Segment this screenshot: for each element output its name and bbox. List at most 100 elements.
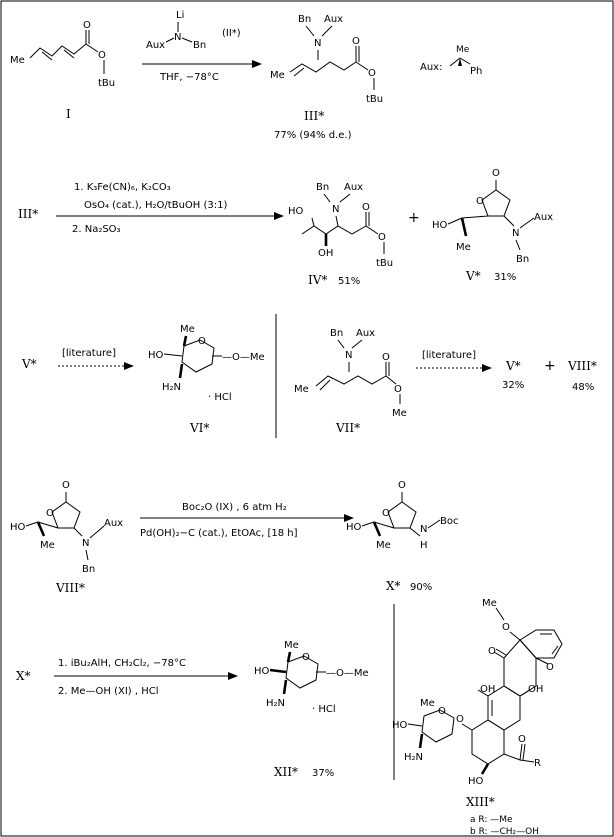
yield-compound-V: 31% [494,272,516,283]
atom-bn: Bn [298,14,311,25]
compound-XII: Me O HO —O—Me H₂N · HCl XII* 37% [254,640,369,779]
reaction-2: III* 1. K₃Fe(CN)₆, K₂CO₃ OsO₄ (cat.), H₂… [18,182,284,235]
reaction-6: X* 1. iBu₂AlH, CH₂Cl₂, −78°C 2. Me—OH (X… [16,658,238,697]
atom-meo: Me [482,598,497,609]
atom-h: H [420,540,428,551]
atom-me: Me [392,408,407,419]
atom-ho-sugar: HO [392,720,408,731]
label-compound-V: V* [465,269,481,283]
atom-o-ring: O [302,652,310,663]
atom-o-sugar: O [438,706,446,717]
substituent-a: a R: —Me [470,815,513,825]
atom-o-carbonyl: O [382,352,390,363]
atom-o-glyco: O [456,714,464,725]
atom-tbu: tBu [376,258,393,269]
atom-n: N [420,524,427,535]
atom-bn: Bn [330,328,343,339]
aux-definition: Aux: Me Ph [420,45,482,77]
atom-li: Li [176,10,184,21]
atom-aux: Aux [146,40,165,51]
atom-o-ring: O [198,336,206,347]
atom-me: Me [294,384,309,395]
condition-r6-line1: 1. iBu₂AlH, CH₂Cl₂, −78°C [58,658,186,669]
atom-aux: Aux [356,328,375,339]
atom-o-ring: O [46,508,54,519]
condition-r6-line2: 2. Me—OH (XI) , HCl [58,686,159,697]
atom-o-quinone-2: O [546,662,554,673]
atom-aux: Aux [534,212,553,223]
yield-compound-V-product: 32% [502,380,524,391]
atom-ome: —O—Me [222,352,265,363]
atom-n: N [314,38,321,49]
substituent-b: b R: —CH₂—OH [470,827,539,837]
label-compound-X-start: X* [16,669,31,683]
atom-n: N [82,538,89,549]
label-compound-XII: XII* [274,765,298,779]
atom-me: Me [376,540,391,551]
atom-ho-d: HO [468,776,484,787]
atom-aux: Aux [344,182,363,193]
yield-compound-XII: 37% [312,768,334,779]
atom-o-quinone-1: O [488,646,496,657]
atom-n: N [332,204,339,215]
label-compound-VIII: VIII* [55,581,85,595]
atom-o-methoxy: O [502,622,510,633]
atom-ome: —O—Me [326,668,369,679]
atom-n: N [512,228,519,239]
atom-tbu: tBu [366,94,383,105]
label-compound-III: III* [304,109,324,123]
condition-r4: [literature] [422,350,476,361]
atom-o-carbonyl: O [352,36,360,47]
reaction-5: Boc₂O (IX) , 6 atm H₂ Pd(OH)₂−C (cat.), … [140,502,354,539]
label-compound-VI: VI* [189,421,209,435]
atom-me: Me [40,540,55,551]
atom-h2n-sugar: H₂N [404,752,423,763]
atom-o-ester: O [98,50,106,61]
condition-r1: THF, −78°C [159,72,219,83]
compound-I: Me O O tBu I [10,20,115,121]
atom-hcl: · HCl [208,392,232,403]
atom-o-ring: O [476,196,484,207]
atom-o-carbonyl: O [362,202,370,213]
atom-me: Me [270,70,285,81]
compound-III: Bn Aux N Me O O tBu III* 77% (94% d.e.) [270,14,383,141]
atom-ho: HO [432,220,448,231]
condition-r2-line2: OsO₄ (cat.), H₂O/tBuOH (3:1) [84,200,227,211]
label-compound-IV: IV* [308,273,327,287]
yield-compound-X: 90% [410,582,432,593]
condition-r5-below: Pd(OH)₂−C (cat.), EtOAc, [18 h] [140,528,298,539]
compound-VII: Bn Aux N Me O O Me VII* [294,328,407,435]
atom-me: Me [456,45,470,55]
atom-oh: OH [318,248,333,259]
atom-aux: Aux [324,14,343,25]
compound-IV: Bn Aux N HO OH O O tBu IV* 51% [288,182,393,287]
atom-h2n: H₂N [162,382,181,393]
plus-sign: + [544,358,556,374]
atom-o-carbonyl: O [83,20,91,31]
atom-ho: HO [148,350,164,361]
atom-me: Me [420,698,435,709]
atom-ho: HO [254,666,270,677]
atom-o-ester: O [394,384,402,395]
compound-XIII: Me O O O OH OH O HO O R Me O HO [392,598,563,837]
atom-oh-c2: OH [528,684,543,695]
reaction-1: Li Aux N Bn (II*) THF, −78°C [142,10,262,83]
label-compound-VII: VII* [335,421,360,435]
atom-n: N [345,350,352,361]
label-compound-X: X* [386,579,401,593]
label-compound-V-start: V* [21,357,37,371]
yield-compound-IV: 51% [338,276,360,287]
atom-o-carbonyl: O [62,480,70,491]
label-compound-XIII: XIII* [466,795,495,809]
atom-o-ester: O [378,232,386,243]
atom-me: Me [456,242,471,253]
atom-me: Me [180,324,195,335]
atom-o-ester: O [368,68,376,79]
label-compound-V-product: V* [505,359,521,373]
atom-boc: Boc [440,516,458,527]
label-compound-I: I [66,107,71,121]
condition-r3: [literature] [62,348,116,359]
compound-X: O O HO Me N H Boc X* 90% [346,480,458,593]
